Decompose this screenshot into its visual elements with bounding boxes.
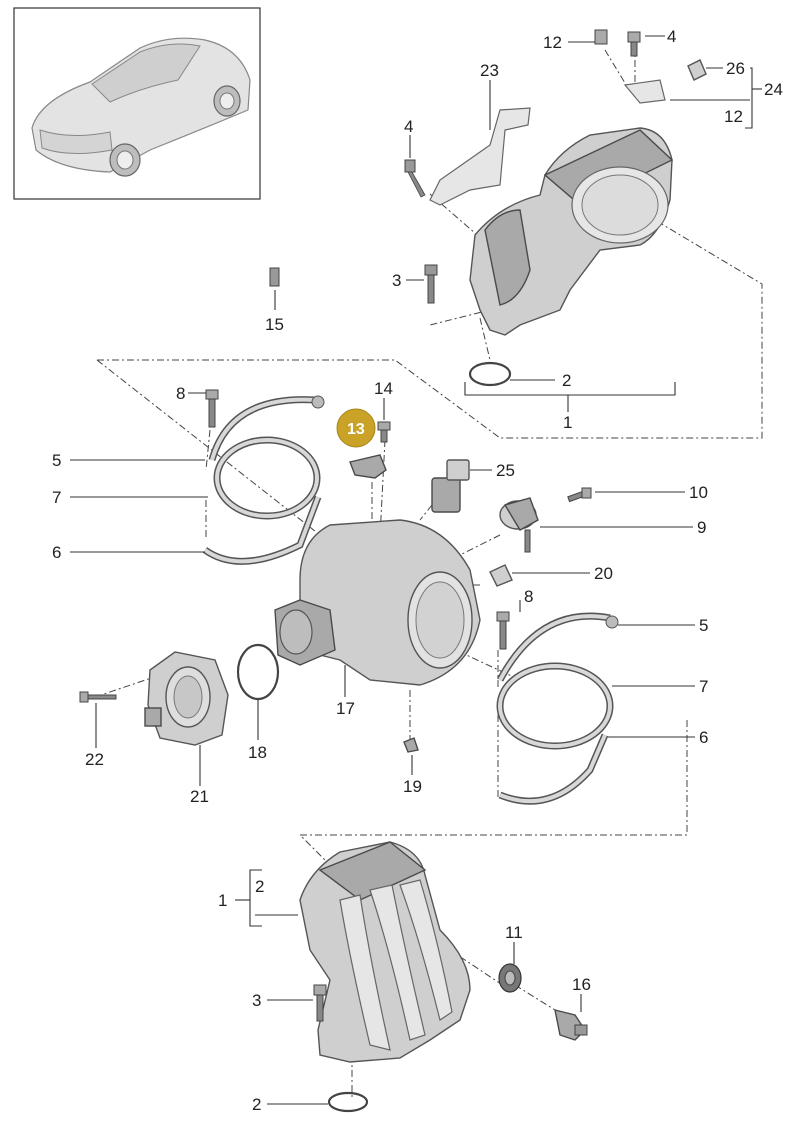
label-4-left: 4 — [404, 117, 413, 136]
label-25: 25 — [496, 461, 515, 480]
screw-10 — [567, 487, 592, 503]
bracket-23 — [429, 107, 531, 206]
clamp-5-left — [208, 395, 325, 461]
label-1-upper: 1 — [563, 413, 572, 432]
leader-lines — [70, 35, 762, 1105]
label-20: 20 — [594, 564, 613, 583]
label-3-lower: 3 — [252, 991, 261, 1010]
valve-25 — [431, 459, 470, 513]
clip-20 — [489, 564, 513, 587]
label-2-upper: 2 — [562, 371, 571, 390]
label-8-right: 8 — [524, 587, 533, 606]
label-6-right: 6 — [699, 728, 708, 747]
label-6-left: 6 — [52, 543, 61, 562]
clamp-5-right — [496, 612, 619, 682]
bolt-3-lower — [313, 984, 327, 1022]
label-21: 21 — [190, 787, 209, 806]
bolt-8-right — [496, 611, 510, 650]
label-26: 26 — [726, 59, 745, 78]
label-9: 9 — [697, 518, 706, 537]
clip-26 — [687, 59, 707, 81]
label-7-right: 7 — [699, 677, 708, 696]
sensor-16 — [554, 1009, 588, 1041]
label-16: 16 — [572, 975, 591, 994]
label-2-lower-seal: 2 — [252, 1095, 261, 1114]
clamp-6-left — [202, 495, 322, 565]
sensor-13 — [349, 454, 387, 479]
label-10: 10 — [689, 483, 708, 502]
intake-body-17 — [274, 519, 481, 686]
label-22: 22 — [85, 750, 104, 769]
lower-manifold — [299, 841, 471, 1063]
bolt-3-upper — [424, 264, 438, 304]
clamp-7-right — [496, 662, 614, 750]
throttle-body-21 — [144, 651, 229, 746]
bracket-12 — [623, 79, 666, 104]
grommet-11 — [498, 963, 522, 993]
clip-15 — [269, 267, 280, 287]
label-23: 23 — [480, 61, 499, 80]
label-4-top: 4 — [667, 27, 676, 46]
upper-manifold — [469, 127, 674, 336]
label-5-left: 5 — [52, 451, 61, 470]
seal-2-upper — [468, 361, 512, 387]
label-12-mid: 12 — [724, 107, 743, 126]
label-14: 14 — [374, 379, 393, 398]
bolt-22 — [79, 691, 117, 703]
label-8-left: 8 — [176, 384, 185, 403]
label-12-top: 12 — [543, 33, 562, 52]
car-icon — [31, 37, 251, 177]
label-17: 17 — [336, 699, 355, 718]
label-24: 24 — [764, 80, 783, 99]
label-15: 15 — [265, 315, 284, 334]
part-labels: 12 4 26 24 12 23 4 3 15 2 1 8 14 13 5 25… — [52, 27, 783, 1114]
label-19: 19 — [403, 777, 422, 796]
seal-18 — [236, 643, 280, 701]
actuator-9 — [499, 497, 539, 553]
label-1-lower: 1 — [218, 891, 227, 910]
bolt-4-upper — [404, 159, 426, 198]
highlight-badge-13 — [336, 408, 376, 448]
bolt-4-top — [627, 31, 641, 57]
label-5-right: 5 — [699, 616, 708, 635]
screw-14 — [377, 421, 391, 443]
clamp-7-left — [213, 436, 321, 520]
bolt-12-top — [594, 29, 608, 45]
clamp-6-right — [498, 733, 609, 805]
bolt-8-left — [205, 389, 219, 428]
label-3-upper: 3 — [392, 271, 401, 290]
car-inset — [13, 7, 261, 200]
label-7-left: 7 — [52, 488, 61, 507]
label-11: 11 — [505, 923, 523, 942]
label-13: 13 — [347, 421, 365, 438]
clip-19 — [403, 737, 419, 753]
label-18: 18 — [248, 743, 267, 762]
label-2-lower-top: 2 — [255, 877, 264, 896]
seal-2-lower — [327, 1091, 369, 1113]
